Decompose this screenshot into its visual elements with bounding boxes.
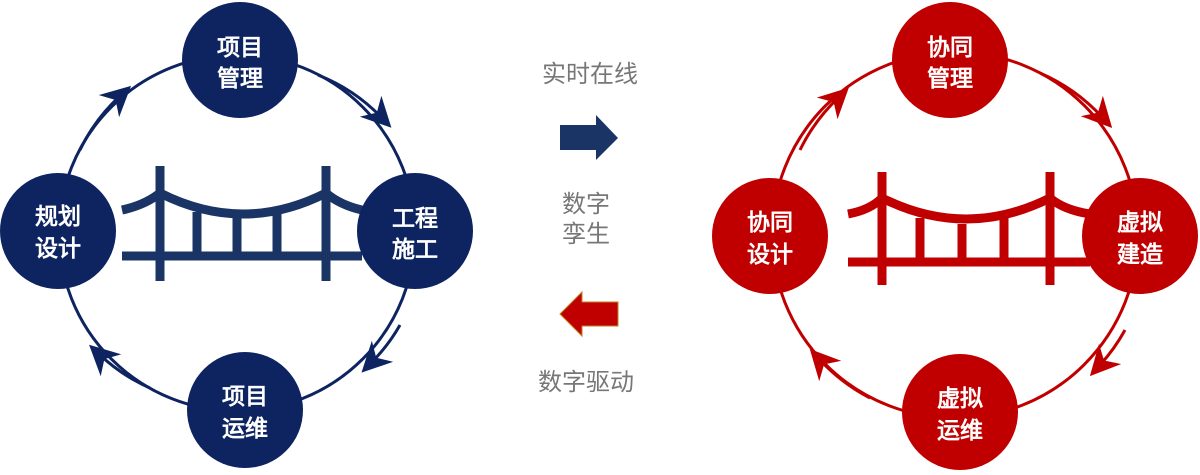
node-project-management-line2: 管理 xyxy=(217,65,263,92)
right-cycle: 协同 管理 虚拟 建造 虚拟 运维 协同 设计 xyxy=(712,2,1198,470)
node-collab-management-line1: 协同 xyxy=(927,35,973,61)
node-operation-line1: 项目 xyxy=(222,384,268,410)
node-planning-line1: 规划 xyxy=(35,204,81,230)
realtime-online-label: 实时在线 xyxy=(542,60,638,88)
arrow-icon xyxy=(89,344,151,390)
node-collab-design-line2: 设计 xyxy=(747,242,793,268)
arrow-icon xyxy=(78,85,132,151)
bridge-icon xyxy=(120,166,364,281)
left-cycle: 项目 管理 工程 施工 项目 运维 规划 设计 xyxy=(0,2,473,468)
node-operation-line2: 运维 xyxy=(222,415,268,442)
bridge-icon xyxy=(847,172,1091,285)
node-collab-management-line2: 管理 xyxy=(927,65,973,92)
digital-twin-label-line1: 数字 xyxy=(562,190,610,218)
digital-twin-label-line2: 孪生 xyxy=(562,220,610,248)
node-construction-line1: 工程 xyxy=(392,206,438,232)
node-virtual-construction-line1: 虚拟 xyxy=(1117,210,1163,236)
arrow-icon xyxy=(361,324,402,373)
arrow-icon xyxy=(798,87,849,151)
node-virtual-construction-line2: 建造 xyxy=(1117,242,1164,268)
node-virtual-operation-line1: 虚拟 xyxy=(937,386,983,412)
arrow-icon xyxy=(317,73,392,128)
node-collab-design-line1: 协同 xyxy=(747,210,793,236)
middle-connector: 实时在线 数字 孪生 数字驱动 xyxy=(538,60,638,396)
node-planning-line2: 设计 xyxy=(35,236,81,262)
arrow-icon xyxy=(809,349,871,400)
node-construction-line2: 施工 xyxy=(392,236,438,263)
node-project-management-line1: 项目 xyxy=(217,35,263,61)
arrow-icon xyxy=(1039,71,1113,129)
node-virtual-operation-line2: 运维 xyxy=(937,417,983,444)
arrow-icon xyxy=(1089,329,1127,377)
left-arrow-icon xyxy=(559,290,619,338)
digital-drive-label: 数字驱动 xyxy=(538,368,634,396)
right-arrow-icon xyxy=(560,115,618,160)
